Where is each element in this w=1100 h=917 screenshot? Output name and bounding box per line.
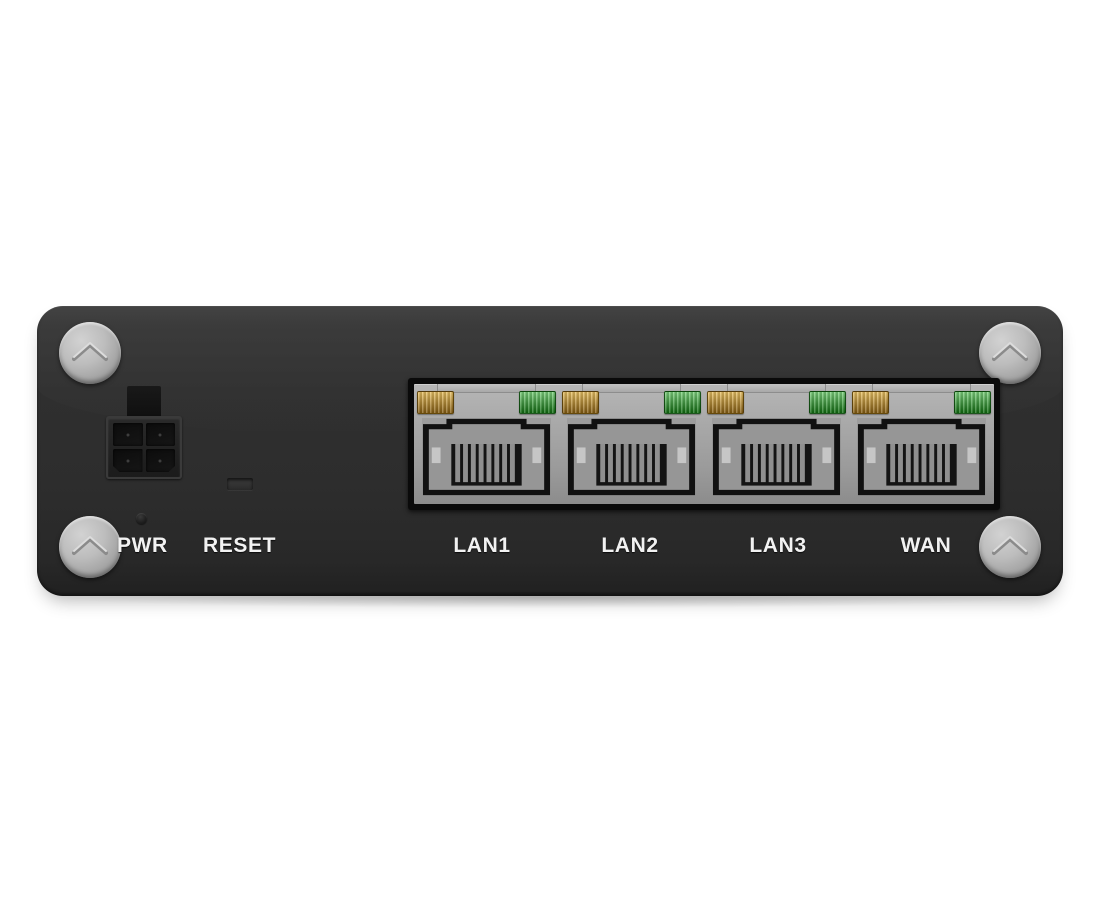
power-connector-body (106, 416, 182, 479)
port-led-amber-lan1 (417, 391, 454, 414)
ethernet-port-lan3[interactable] (704, 384, 849, 504)
ethernet-port-block (408, 378, 1000, 510)
label-lan1: LAN1 (453, 534, 511, 557)
label-lan2: LAN2 (601, 534, 659, 557)
screw-bottom-right[interactable] (979, 516, 1041, 578)
port-led-amber-wan (852, 391, 889, 414)
screw-chevron-icon (70, 340, 110, 362)
rj45-jack-icon (857, 418, 986, 496)
screw-bottom-left[interactable] (59, 516, 121, 578)
screw-top-right[interactable] (979, 322, 1041, 384)
screw-top-left[interactable] (59, 322, 121, 384)
rj45-jack-lan3[interactable] (712, 418, 841, 496)
power-led-icon (136, 513, 147, 524)
power-pin-1 (113, 423, 143, 446)
power-connector-4pin-icon[interactable] (106, 386, 182, 479)
port-rail (727, 384, 826, 393)
port-led-amber-lan2 (562, 391, 599, 414)
rj45-jack-icon (422, 418, 551, 496)
rj45-jack-wan[interactable] (857, 418, 986, 496)
rj45-jack-icon (712, 418, 841, 496)
ethernet-port-wan[interactable] (849, 384, 994, 504)
label-pwr: PWR (117, 534, 168, 557)
rj45-jack-lan2[interactable] (567, 418, 696, 496)
screw-chevron-icon (70, 534, 110, 556)
ethernet-port-lan2[interactable] (559, 384, 704, 504)
reset-slot-icon[interactable] (227, 478, 253, 490)
rj45-jack-icon (567, 418, 696, 496)
port-led-green-lan2 (664, 391, 701, 414)
screw-chevron-icon (990, 534, 1030, 556)
port-led-green-lan3 (809, 391, 846, 414)
port-led-green-wan (954, 391, 991, 414)
power-pin-2 (145, 423, 175, 446)
power-pin-3 (113, 449, 143, 472)
router-device-chassis: PWR RESET LAN1 LAN2 LAN3 WAN (37, 306, 1063, 596)
port-led-amber-lan3 (707, 391, 744, 414)
ethernet-port-housing (414, 384, 994, 504)
label-wan: WAN (900, 534, 952, 557)
ethernet-port-lan1[interactable] (414, 384, 559, 504)
port-rail (582, 384, 681, 393)
port-rail (437, 384, 536, 393)
label-lan3: LAN3 (749, 534, 807, 557)
label-reset: RESET (203, 534, 277, 557)
rj45-jack-lan1[interactable] (422, 418, 551, 496)
screw-chevron-icon (990, 340, 1030, 362)
port-rail (872, 384, 971, 393)
power-pin-4 (145, 449, 175, 472)
port-led-green-lan1 (519, 391, 556, 414)
